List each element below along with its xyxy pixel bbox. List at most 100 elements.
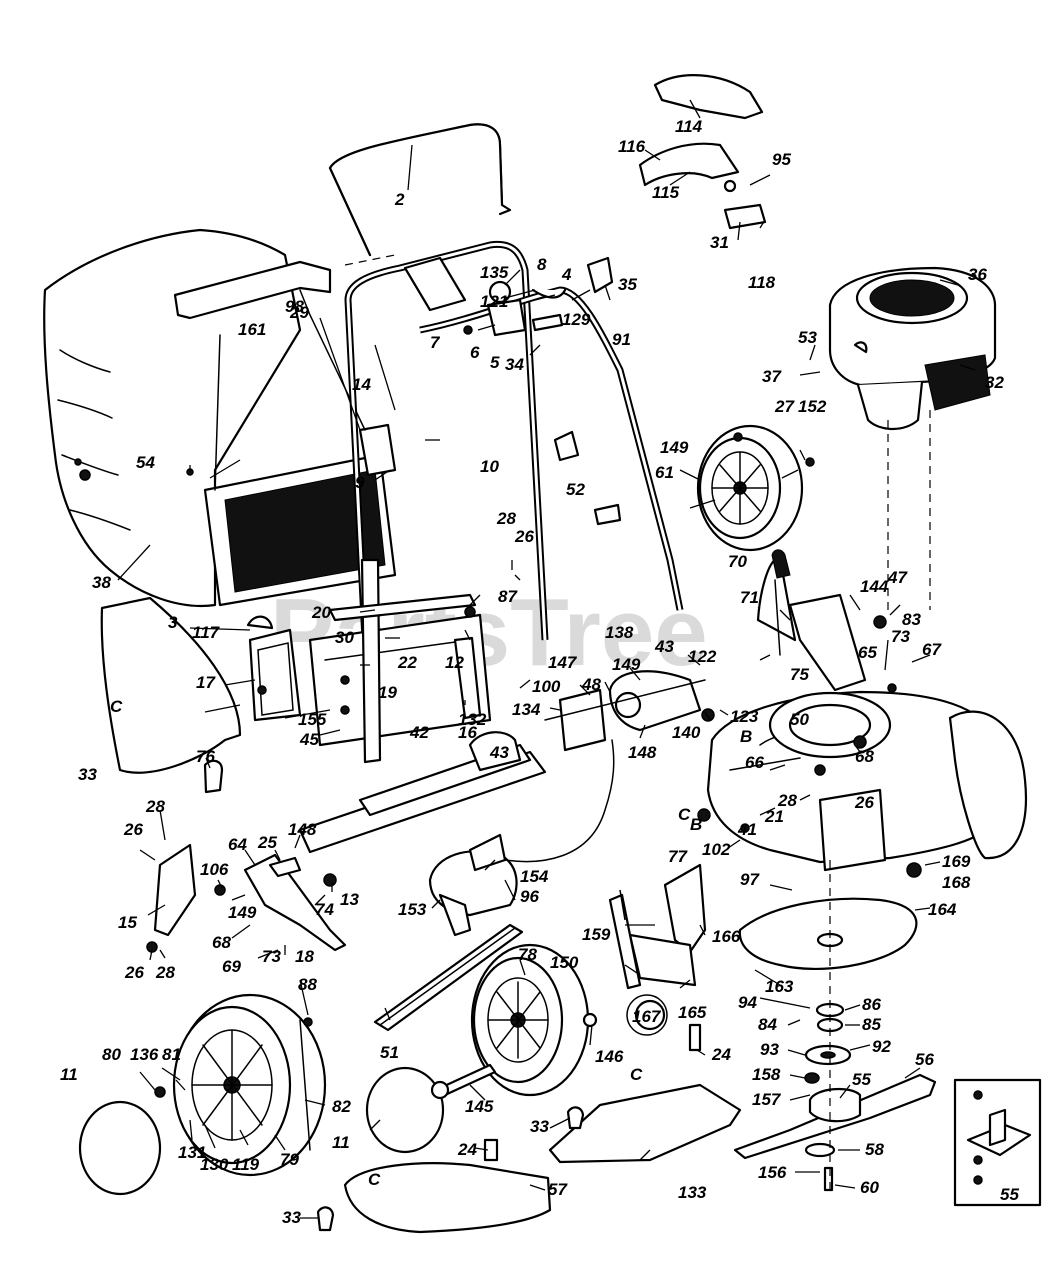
callout-73b: 73 xyxy=(262,947,281,966)
callout-68a: 68 xyxy=(855,747,874,766)
callout-119: 119 xyxy=(232,1155,260,1174)
callout-144: 144 xyxy=(860,577,889,596)
discharge-bracket xyxy=(608,863,707,1031)
callout-156: 156 xyxy=(758,1163,787,1182)
callout-43b: 43 xyxy=(489,743,509,762)
callout-121: 121 xyxy=(480,292,508,311)
baffle-plate xyxy=(738,897,918,971)
callout-68b: 68 xyxy=(212,933,231,952)
callout-33a: 33 xyxy=(78,765,97,784)
callout-22: 22 xyxy=(397,653,417,672)
callout-135: 135 xyxy=(480,263,509,282)
callout-15: 15 xyxy=(118,913,137,932)
callout-85: 85 xyxy=(862,1015,881,1034)
callout-140: 140 xyxy=(672,723,701,742)
callout-66: 66 xyxy=(745,753,764,772)
callout-17: 17 xyxy=(196,673,216,692)
callout-88: 88 xyxy=(298,975,317,994)
callout-50: 50 xyxy=(790,710,809,729)
callout-48: 48 xyxy=(581,675,601,694)
callout-91: 91 xyxy=(612,330,631,349)
callout-labels: 2 3 4 5 6 7 8 9 10 11 11 12 13 14 15 16 … xyxy=(60,117,1019,1227)
bag-frame xyxy=(173,260,397,607)
callout-19: 19 xyxy=(378,683,397,702)
callout-18: 18 xyxy=(295,947,314,966)
skirt-plate xyxy=(373,923,524,1032)
callout-34: 34 xyxy=(505,355,524,374)
callout-79: 79 xyxy=(280,1150,299,1169)
callout-8: 8 xyxy=(537,255,547,274)
callout-73a: 73 xyxy=(891,627,910,646)
callout-153: 153 xyxy=(398,900,427,919)
rear-wheel-bracket xyxy=(153,759,347,952)
callout-145: 145 xyxy=(465,1097,494,1116)
callout-25: 25 xyxy=(257,833,277,852)
callout-165: 165 xyxy=(678,1003,707,1022)
callout-14: 14 xyxy=(352,375,371,394)
callout-31: 31 xyxy=(710,233,729,252)
callout-26a: 26 xyxy=(514,527,534,546)
transmission xyxy=(544,670,706,752)
callout-167-ring xyxy=(626,994,668,1036)
callout-149c: 149 xyxy=(228,903,257,922)
callout-C-chute: C xyxy=(110,697,123,716)
drive-gear-case xyxy=(428,833,518,937)
callout-32: 32 xyxy=(985,373,1004,392)
callout-51: 51 xyxy=(380,1043,399,1062)
callout-97: 97 xyxy=(740,870,760,889)
callout-82: 82 xyxy=(332,1097,351,1116)
callout-100: 100 xyxy=(532,677,561,696)
callout-69: 69 xyxy=(222,957,241,976)
callout-154: 154 xyxy=(520,867,549,886)
callout-136: 136 xyxy=(130,1045,159,1064)
callout-123: 123 xyxy=(730,707,759,726)
blade-hardware xyxy=(804,860,852,1195)
callout-41: 41 xyxy=(737,820,757,839)
callout-134: 134 xyxy=(512,700,541,719)
upper-handle xyxy=(328,123,512,266)
drive-cable xyxy=(504,739,615,863)
callout-58: 58 xyxy=(865,1140,884,1159)
callout-95: 95 xyxy=(772,150,791,169)
callout-11a: 11 xyxy=(60,1065,78,1084)
callout-30: 30 xyxy=(335,628,354,647)
callout-28d: 28 xyxy=(155,963,175,982)
callout-7: 7 xyxy=(430,333,441,352)
callout-106: 106 xyxy=(200,860,229,879)
callout-10: 10 xyxy=(480,457,499,476)
front-wheel-left xyxy=(172,993,327,1177)
inset-blade-adapter xyxy=(953,1078,1042,1207)
callout-C-plug: C xyxy=(368,1170,381,1189)
callout-64: 64 xyxy=(228,835,247,854)
callout-150: 150 xyxy=(550,953,579,972)
callout-169: 169 xyxy=(942,852,971,871)
hub-caps xyxy=(78,1066,445,1196)
callout-115: 115 xyxy=(652,183,680,202)
callout-53: 53 xyxy=(798,328,817,347)
callout-26b: 26 xyxy=(854,793,874,812)
callout-166: 166 xyxy=(712,927,741,946)
callout-28c: 28 xyxy=(145,797,165,816)
callout-16: 16 xyxy=(458,723,477,742)
callout-B-deck: B xyxy=(690,815,702,834)
callout-98: 98 xyxy=(285,297,304,316)
callout-6: 6 xyxy=(470,343,480,362)
callout-4: 4 xyxy=(561,265,572,284)
callout-118: 118 xyxy=(748,273,776,292)
callout-147: 147 xyxy=(548,653,578,672)
blade xyxy=(733,1073,937,1160)
callout-45: 45 xyxy=(299,730,319,749)
rear-axle-tube xyxy=(298,731,547,854)
callout-C-cover: C xyxy=(630,1065,643,1084)
callout-2: 2 xyxy=(394,190,405,209)
rear-wheel-right xyxy=(696,424,804,552)
callout-132: 132 xyxy=(458,710,487,729)
mower-deck xyxy=(706,690,1027,872)
callout-29: 29 xyxy=(289,303,309,322)
callout-24b: 24 xyxy=(457,1140,477,1159)
callout-84: 84 xyxy=(758,1015,777,1034)
callout-37: 37 xyxy=(762,367,782,386)
callout-24a: 24 xyxy=(711,1045,731,1064)
